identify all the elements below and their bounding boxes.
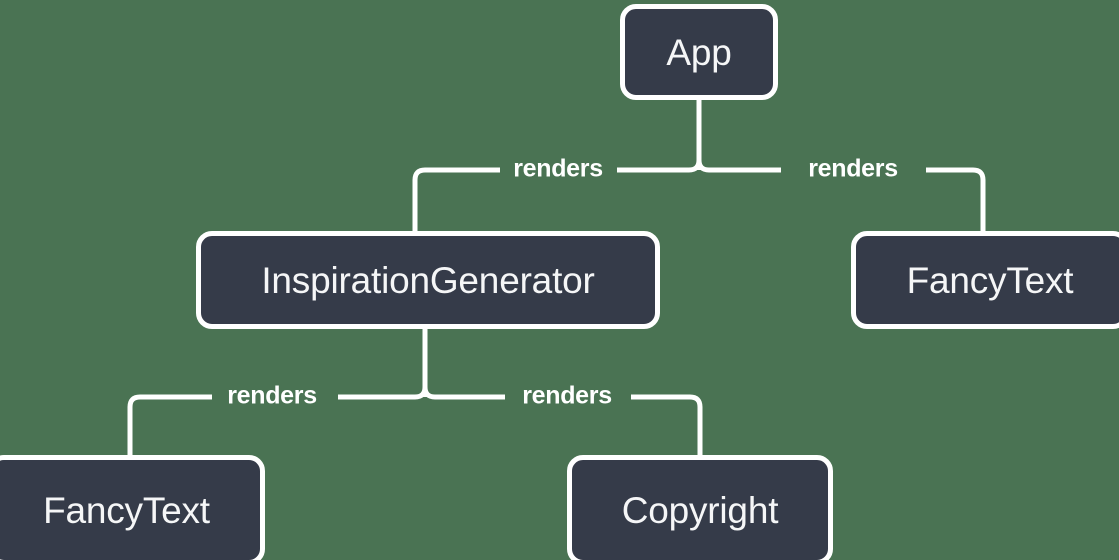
edge-inspiration-generator-to-copyright-tail	[631, 394, 703, 455]
edge-label-inspiration-generator-to-fancy-text-bottom: renders	[227, 381, 317, 410]
node-inspiration-generator-label: InspirationGenerator	[261, 259, 595, 301]
edge-inspiration-generator-to-copyright-head	[422, 384, 505, 400]
edge-app-stem	[688, 100, 702, 173]
node-app-label: App	[666, 31, 732, 73]
edge-inspiration-generator-stem	[414, 329, 428, 400]
node-app[interactable]: App	[620, 4, 778, 100]
node-fancy-text-right-label: FancyText	[906, 259, 1074, 301]
edge-app-to-fancy-text-right-head	[696, 157, 781, 173]
node-copyright[interactable]: Copyright	[567, 455, 833, 560]
node-fancy-text-right[interactable]: FancyText	[851, 231, 1119, 329]
node-fancy-text-bottom-label: FancyText	[43, 489, 210, 531]
node-fancy-text-bottom[interactable]: FancyText	[0, 455, 265, 560]
edge-app-to-fancy-text-right-tail	[926, 167, 986, 231]
edge-app-to-inspiration-generator-tail	[412, 167, 500, 231]
node-copyright-label: Copyright	[621, 489, 779, 531]
edge-inspiration-generator-to-fancy-text-bottom-tail	[127, 394, 212, 455]
edge-label-app-to-inspiration-generator: renders	[513, 154, 603, 183]
edge-label-app-to-fancy-text-right: renders	[808, 154, 898, 183]
node-inspiration-generator[interactable]: InspirationGenerator	[196, 231, 660, 329]
edge-label-inspiration-generator-to-copyright: renders	[522, 381, 612, 410]
